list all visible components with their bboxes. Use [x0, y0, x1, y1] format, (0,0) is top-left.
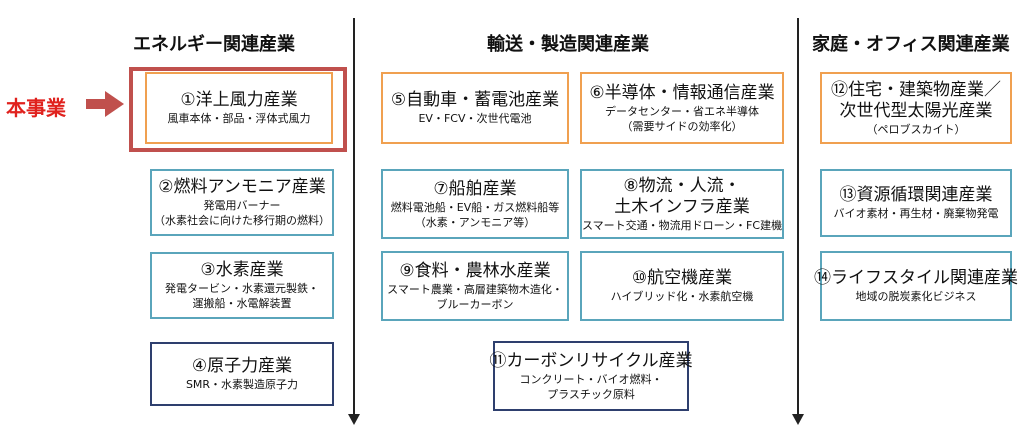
- industry-title: ⑧物流・人流・: [623, 175, 741, 196]
- project-marker-label: 本事業: [6, 96, 66, 120]
- industry-box-lifestyle: ⑭ライフスタイル関連産業 地域の脱炭素化ビジネス: [814, 251, 1018, 321]
- industry-detail: スマート農業・高層建築物木造化・: [387, 282, 563, 296]
- industry-box-housing-solar: ⑫住宅・建築物産業／ 次世代型太陽光産業 （ペロブスカイト）: [820, 72, 1012, 144]
- industry-box-semiconductor-ict: ⑥半導体・情報通信産業 データセンター・省エネ半導体 （需要サイドの効率化）: [580, 72, 784, 144]
- industry-box-shipbuilding: ⑦船舶産業 燃料電池船・EV船・ガス燃料船等 （水素・アンモニア等）: [381, 169, 569, 239]
- industry-title: ⑪カーボンリサイクル産業: [489, 350, 693, 371]
- industry-detail: スマート交通・物流用ドローン・FC建機: [581, 218, 783, 232]
- industry-title: ④原子力産業: [191, 356, 293, 376]
- divider-line-right: [797, 18, 799, 418]
- industry-detail: バイオ素材・再生材・廃棄物発電: [833, 207, 999, 220]
- industry-detail: 運搬船・水電解装置: [192, 297, 292, 310]
- header-transport: 輸送・製造関連産業: [487, 34, 649, 55]
- industry-title: ⑤自動車・蓄電池産業: [390, 90, 560, 110]
- industry-title: 土木インフラ産業: [614, 196, 750, 217]
- industry-title: ⑦船舶産業: [433, 178, 517, 199]
- industry-detail: 発電タービン・水素還元製鉄・: [165, 282, 319, 295]
- header-energy: エネルギー関連産業: [133, 34, 295, 55]
- industry-box-offshore-wind: ①洋上風力産業 風車本体・部品・浮体式風力: [145, 72, 333, 144]
- project-marker-arrow-icon: [86, 91, 124, 117]
- industry-detail: 風車本体・部品・浮体式風力: [167, 112, 311, 125]
- divider-arrowhead-right: [792, 414, 804, 425]
- industry-detail: 地域の脱炭素化ビジネス: [855, 290, 977, 303]
- divider-arrowhead-left: [348, 414, 360, 425]
- industry-title: 次世代型太陽光産業: [839, 100, 993, 121]
- industry-title: ⑭ライフスタイル関連産業: [814, 268, 1018, 288]
- industry-detail: 発電用バーナー: [203, 199, 281, 212]
- industry-box-hydrogen: ③水素産業 発電タービン・水素還元製鉄・ 運搬船・水電解装置: [150, 252, 334, 319]
- industry-title: ⑩航空機産業: [631, 268, 733, 288]
- industry-title: ①洋上風力産業: [180, 90, 298, 110]
- industry-detail: ブルーカーボン: [436, 297, 514, 311]
- industry-title: ⑬資源循環関連産業: [839, 185, 993, 205]
- industry-box-aircraft: ⑩航空機産業 ハイブリッド化・水素航空機: [580, 251, 784, 321]
- industry-title: ⑫住宅・建築物産業／: [831, 79, 1001, 100]
- industry-title: ⑨食料・農林水産業: [399, 260, 551, 281]
- industry-box-fuel-ammonia: ②燃料アンモニア産業 発電用バーナー （水素社会に向けた移行期の燃料）: [150, 169, 334, 236]
- industry-detail: データセンター・省エネ半導体: [605, 104, 759, 118]
- industry-box-resource-circulation: ⑬資源循環関連産業 バイオ素材・再生材・廃棄物発電: [820, 169, 1012, 237]
- industry-box-carbon-recycling: ⑪カーボンリサイクル産業 コンクリート・バイオ燃料・ プラスチック原料: [489, 341, 693, 411]
- industry-box-nuclear: ④原子力産業 SMR・水素製造原子力: [150, 342, 334, 406]
- industry-detail: （水素・アンモニア等）: [414, 215, 536, 229]
- industry-detail: （水素社会に向けた移行期の燃料）: [154, 214, 330, 227]
- industry-title: ②燃料アンモニア産業: [158, 177, 326, 197]
- industry-detail: プラスチック原料: [547, 387, 635, 401]
- industry-detail: コンクリート・バイオ燃料・: [519, 372, 663, 386]
- industry-detail: ハイブリッド化・水素航空機: [610, 290, 754, 303]
- industry-detail: （ペロブスカイト）: [866, 122, 966, 136]
- industry-detail: 燃料電池船・EV船・ガス燃料船等: [390, 200, 560, 214]
- industry-detail: SMR・水素製造原子力: [185, 378, 299, 391]
- divider-line-left: [353, 18, 355, 418]
- highlight-frame: [129, 67, 347, 152]
- industry-box-food-agriculture: ⑨食料・農林水産業 スマート農業・高層建築物木造化・ ブルーカーボン: [381, 251, 569, 321]
- industry-title: ⑥半導体・情報通信産業: [589, 82, 775, 103]
- industry-box-logistics-infrastructure: ⑧物流・人流・ 土木インフラ産業 スマート交通・物流用ドローン・FC建機: [580, 169, 784, 239]
- industry-detail: EV・FCV・次世代電池: [418, 112, 532, 125]
- industry-detail: （需要サイドの効率化）: [621, 119, 743, 133]
- industry-title: ③水素産業: [200, 260, 284, 280]
- industry-box-automobile-battery: ⑤自動車・蓄電池産業 EV・FCV・次世代電池: [381, 72, 569, 144]
- header-home: 家庭・オフィス関連産業: [812, 34, 1010, 55]
